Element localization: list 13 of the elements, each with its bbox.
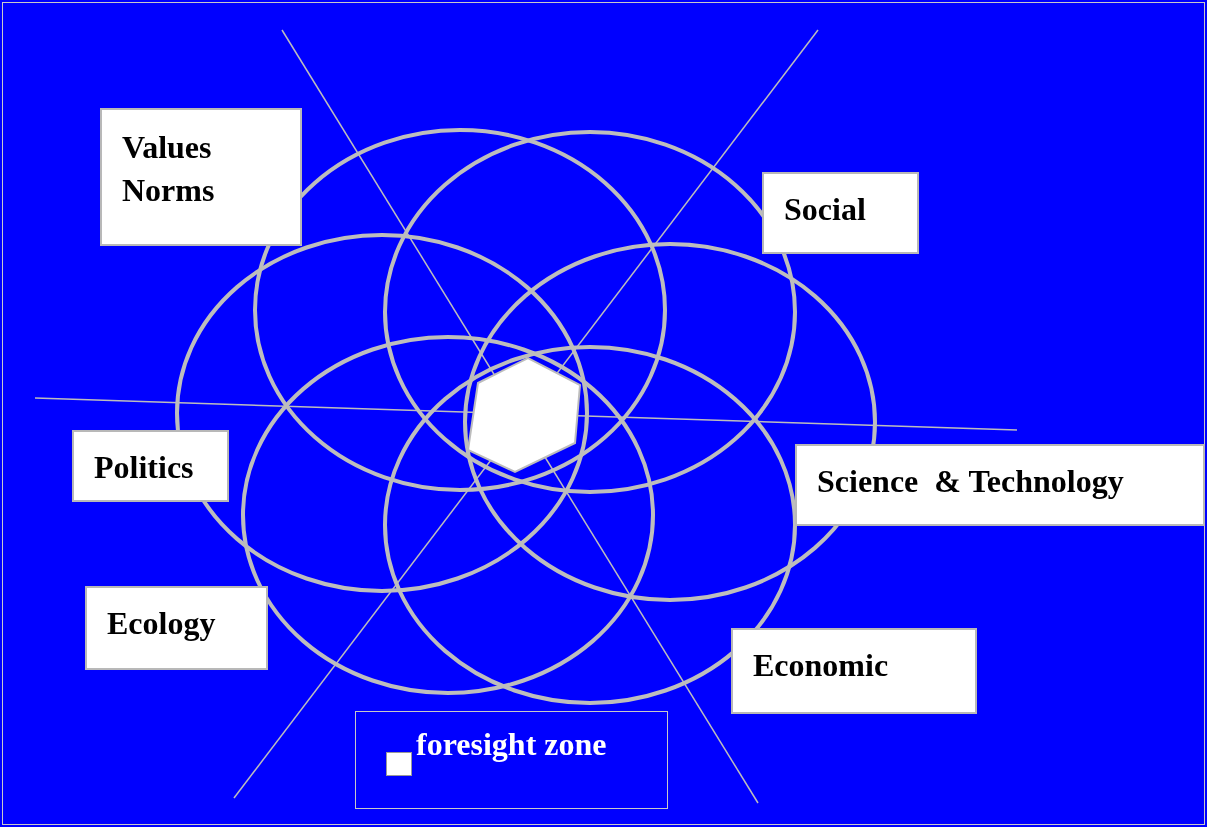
legend-label: foresight zone (416, 726, 607, 763)
label-box (100, 108, 302, 246)
category-label: Ecology (107, 604, 217, 643)
category-label: Science & Technology (817, 462, 1125, 501)
label-box (731, 628, 977, 714)
category-label: Values Norms (122, 128, 216, 211)
label-box (72, 430, 229, 502)
category-label: Economic (753, 646, 890, 685)
category-label: Social (784, 190, 867, 229)
label-box (762, 172, 919, 254)
label-box (795, 444, 1205, 526)
label-box (85, 586, 268, 670)
category-label: Politics (94, 448, 195, 487)
